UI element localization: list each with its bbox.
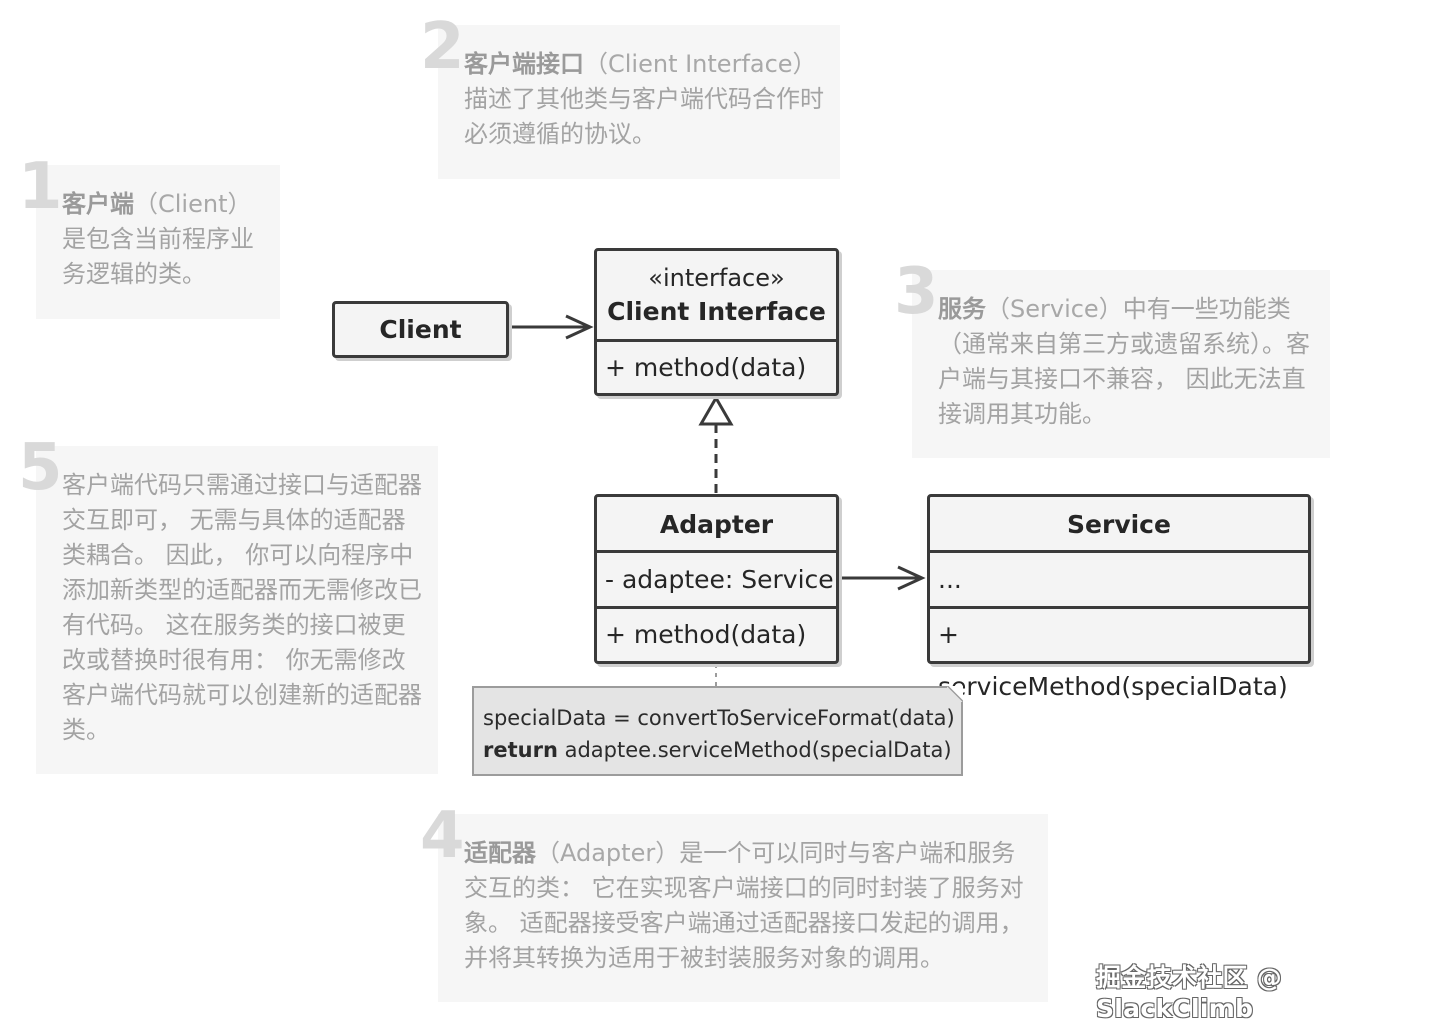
note-body: 是一个可以同时与客户端和服务交互的类： 它在实现客户端接口的同时封装了服务对象。…: [464, 839, 1024, 972]
note-body: 客户端代码只需通过接口与适配器交互即可， 无需与具体的适配器类耦合。 因此， 你…: [62, 471, 422, 744]
note-paren: （Adapter）: [536, 839, 680, 867]
note-client-interface: 2 客户端接口（Client Interface）描述了其他类与客户端代码合作时…: [420, 15, 840, 179]
note-paren: （Client Interface）: [584, 50, 817, 78]
note-text: 适配器（Adapter）是一个可以同时与客户端和服务交互的类： 它在实现客户端接…: [464, 836, 1032, 976]
adapter-to-service-arrow: [838, 565, 926, 591]
code-keyword: return: [483, 738, 558, 762]
class-title: Client Interface: [607, 297, 826, 326]
watermark: 掘金技术社区 @ SlackClimb: [1096, 963, 1283, 1023]
adapter-code-note: specialData = convertToServiceFormat(dat…: [472, 686, 963, 776]
class-method: + method(data): [605, 353, 807, 382]
note-text: 客户端（Client） 是包含当前程序业务逻辑的类。: [62, 187, 264, 292]
class-field: - adaptee: Service: [597, 553, 836, 609]
client-to-interface-arrow: [508, 314, 594, 340]
note-client: 1 客户端（Client）是包含当前程序业务逻辑的类。: [18, 155, 280, 319]
note-body: 是包含当前程序业务逻辑的类。: [62, 225, 254, 288]
note-number: 2: [420, 10, 465, 84]
note-text: 客户端代码只需通过接口与适配器交互即可， 无需与具体的适配器类耦合。 因此， 你…: [62, 468, 422, 748]
client-interface-class: «interface» Client Interface + method(da…: [594, 248, 839, 396]
class-stereotype: «interface»: [648, 264, 785, 292]
code-line-1: specialData = convertToServiceFormat(dat…: [483, 706, 955, 730]
adapter-implements-interface-arrow: [698, 394, 734, 494]
class-title: Adapter: [597, 497, 836, 553]
note-client-code: 5 客户端代码只需通过接口与适配器交互即可， 无需与具体的适配器类耦合。 因此，…: [18, 436, 438, 774]
class-title: Service: [930, 497, 1308, 553]
note-body: 描述了其他类与客户端代码合作时必须遵循的协议。: [464, 85, 824, 148]
adapter-class: Adapter - adaptee: Service + method(data…: [594, 494, 839, 664]
note-lead: 服务: [938, 295, 986, 323]
code-line-2-rest: adaptee.serviceMethod(specialData): [557, 738, 952, 762]
class-method: + method(data): [605, 620, 807, 649]
note-service: 3 服务（Service）中有一些功能类（通常来自第三方或遗留系统）。客户端与其…: [894, 260, 1330, 458]
class-title: Client: [379, 315, 462, 344]
note-lead: 客户端: [62, 190, 134, 218]
note-folded-corner: [947, 686, 963, 702]
note-number: 1: [18, 150, 63, 224]
note-lead: 适配器: [464, 839, 536, 867]
class-method: + serviceMethod(specialData): [938, 620, 1288, 701]
class-header: «interface» Client Interface: [597, 251, 836, 342]
note-adapter: 4 适配器（Adapter）是一个可以同时与客户端和服务交互的类： 它在实现客户…: [420, 804, 1048, 1002]
note-lead: 客户端接口: [464, 50, 584, 78]
note-text: 服务（Service）中有一些功能类（通常来自第三方或遗留系统）。客户端与其接口…: [938, 292, 1314, 432]
note-paren: （Service）: [986, 295, 1123, 323]
note-number: 3: [894, 255, 939, 329]
note-text: 客户端接口（Client Interface） 描述了其他类与客户端代码合作时必须…: [464, 47, 824, 152]
note-number: 5: [18, 431, 63, 505]
service-class: Service ... + serviceMethod(specialData): [927, 494, 1311, 701]
code-line-2: return adaptee.serviceMethod(specialData…: [483, 734, 961, 766]
note-body: 中有一些功能类（通常来自第三方或遗留系统）。客户端与其接口不兼容， 因此无法直接…: [938, 295, 1310, 428]
note-number: 4: [420, 799, 465, 873]
client-class: Client: [332, 301, 509, 358]
class-field: ...: [930, 553, 1308, 609]
note-paren: （Client）: [134, 190, 252, 218]
